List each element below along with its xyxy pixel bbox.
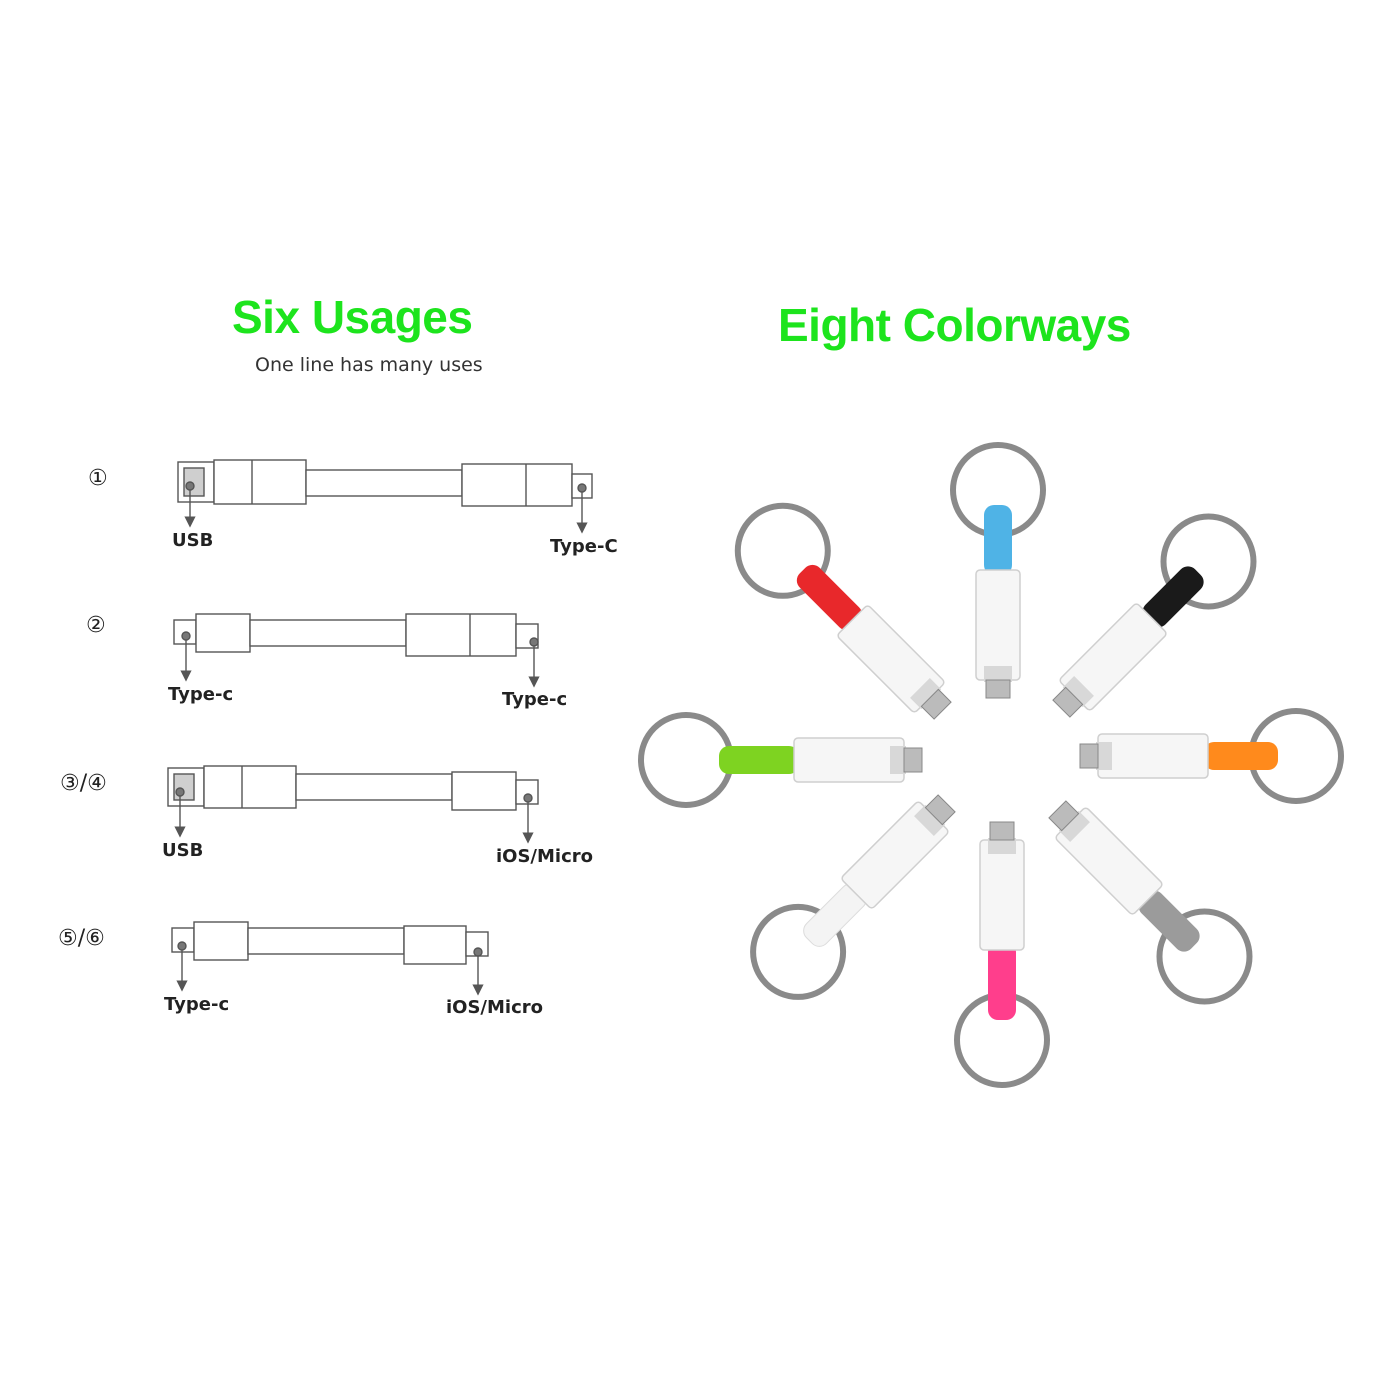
usage-3-cable-drawing (167, 765, 539, 844)
keychain-green (638, 712, 923, 808)
usage-4-cable-drawing (171, 921, 489, 996)
usage-4-left-label: Type-c (164, 994, 230, 1015)
keychain-red (734, 502, 952, 720)
usage-4-number: ⑤/⑥ (58, 926, 105, 951)
keychain-grey (1048, 800, 1253, 1005)
colorways-product-photo (638, 442, 1344, 1088)
usage-3-left-label: USB (162, 840, 204, 861)
keychain-white (750, 794, 956, 1000)
keychain-pink (954, 821, 1050, 1088)
six-usages-title: Six Usages (232, 291, 473, 343)
keychain-blue (950, 442, 1046, 699)
six-usages-subtitle: One line has many uses (255, 354, 483, 376)
eight-colorways-title: Eight Colorways (778, 299, 1131, 351)
usage-2-right-label: Type-c (502, 689, 568, 710)
keychain-black (1052, 513, 1257, 718)
usage-1-number: ① (88, 466, 108, 491)
usage-2-left-label: Type-c (168, 684, 234, 705)
usage-2-number: ② (86, 613, 106, 638)
usage-1-left-label: USB (172, 530, 214, 551)
usage-1-cable-drawing (177, 459, 593, 534)
usage-1-right-label: Type-C (550, 536, 618, 557)
keychain-orange (1079, 708, 1344, 804)
usage-3-number: ③/④ (60, 771, 107, 796)
usage-4-right-label: iOS/Micro (446, 997, 544, 1018)
usage-2-cable-drawing (173, 613, 540, 688)
usage-3-right-label: iOS/Micro (496, 846, 594, 867)
